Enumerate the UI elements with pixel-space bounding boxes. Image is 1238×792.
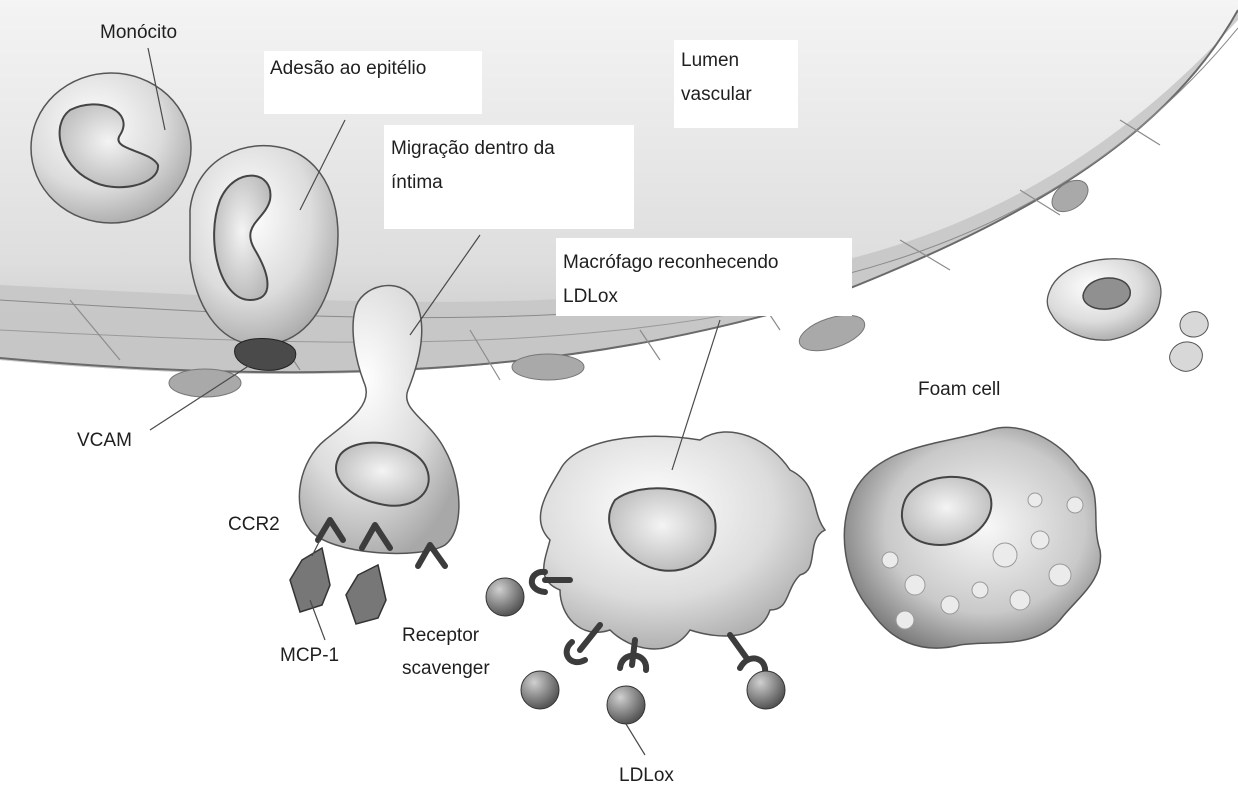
scavenger-receptor <box>730 635 765 676</box>
ldlox-label: LDLox <box>619 763 674 788</box>
ldlox-particle <box>607 686 645 724</box>
apoptotic-fragments <box>1170 312 1209 372</box>
receptor-label-line1: Receptor <box>402 623 479 648</box>
monocyte-cell <box>31 73 191 223</box>
lumen-label-line2: vascular <box>681 82 752 107</box>
mcp1-chemokine <box>290 548 330 612</box>
macrophage-label-line2: LDLox <box>563 284 618 309</box>
ldlox-particle <box>747 671 785 709</box>
mcp1-chemokine <box>346 565 386 624</box>
adhesion-label: Adesão ao epitélio <box>270 56 426 81</box>
mcp1-label: MCP-1 <box>280 643 339 668</box>
foam-cell-label: Foam cell <box>918 377 1000 402</box>
macrophage-cell <box>486 432 825 724</box>
migration-label-line1: Migração dentro da <box>391 136 555 161</box>
endothelial-nucleus <box>512 354 584 380</box>
ccr2-label: CCR2 <box>228 512 280 537</box>
migration-label-line2: íntima <box>391 170 443 195</box>
monocyte-label: Monócito <box>100 20 177 45</box>
endothelial-nucleus <box>169 369 241 397</box>
foam-cell <box>844 427 1100 648</box>
small-macrophage <box>1047 259 1161 340</box>
ldlox-particle <box>486 578 524 616</box>
scavenger-receptor <box>567 625 600 662</box>
vcam-label: VCAM <box>77 428 132 453</box>
ldlox-particle <box>521 671 559 709</box>
receptor-label-line2: scavenger <box>402 656 490 681</box>
macrophage-label-line1: Macrófago reconhecendo <box>563 250 778 275</box>
lumen-label-line1: Lumen <box>681 48 739 73</box>
